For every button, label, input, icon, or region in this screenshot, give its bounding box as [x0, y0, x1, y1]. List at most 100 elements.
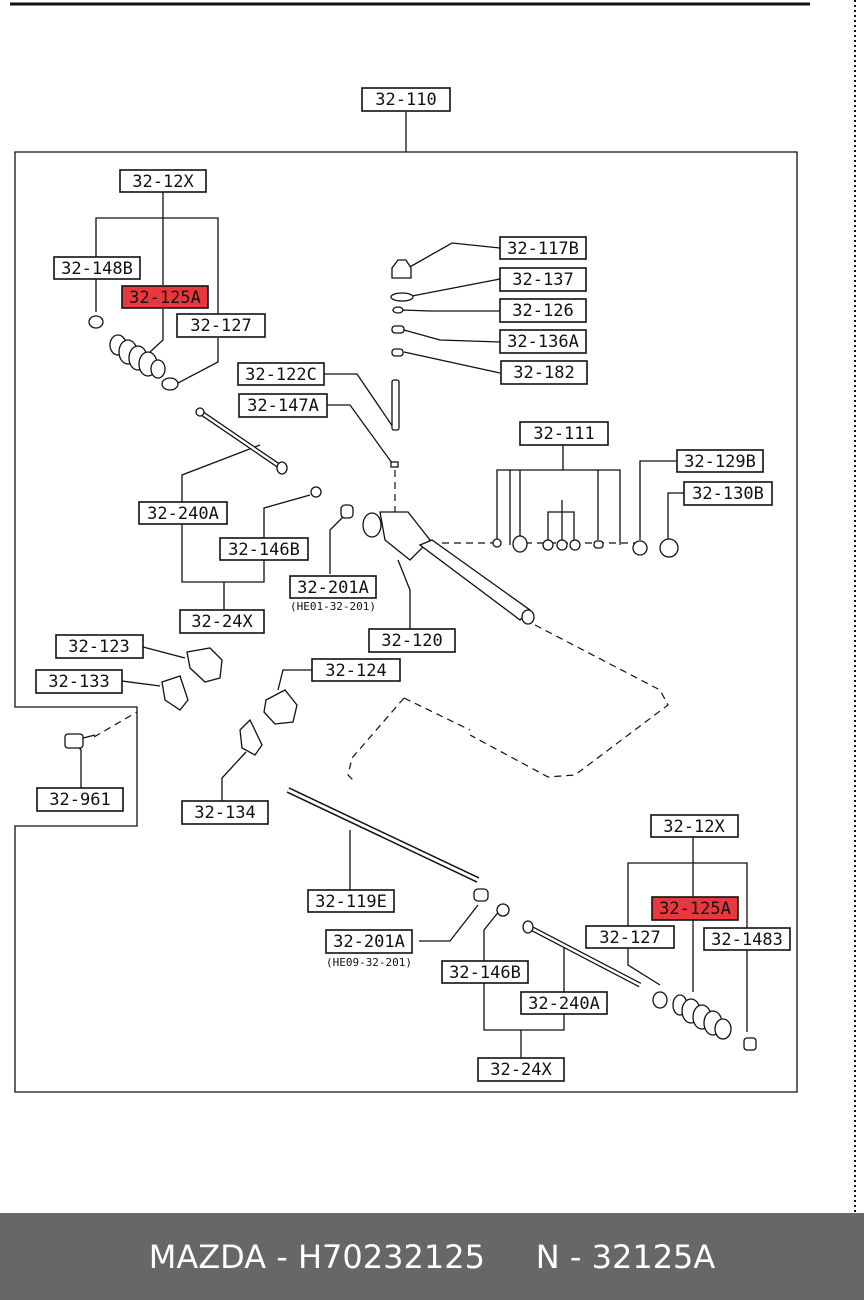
part-label-oring[interactable]: 32-126 [499, 298, 587, 323]
svg-text:32-134: 32-134 [194, 803, 255, 823]
part-label-pin[interactable]: 32-147A [238, 393, 328, 418]
part-label-left-ball-joint[interactable]: 32-146B [219, 537, 309, 561]
svg-text:32-201A: 32-201A [333, 932, 405, 952]
svg-text:32-125A: 32-125A [129, 288, 201, 308]
part-label-plug[interactable]: 32-182 [500, 360, 588, 385]
mount-rubber-left [186, 647, 223, 683]
seal-cap-part [391, 259, 412, 279]
bolt-part [64, 733, 96, 749]
part-label-mount-rubber-right[interactable]: 32-124 [311, 658, 401, 682]
svg-text:32-130B: 32-130B [692, 484, 764, 504]
part-label-pinion-shaft[interactable]: 32-122C [237, 362, 325, 386]
left-ball-joint-part [310, 486, 322, 498]
part-label-left-boot-kit[interactable]: 32-12X [119, 169, 207, 193]
part-label-nut-b[interactable]: 32-129B [676, 449, 764, 473]
part-label-gear-housing[interactable]: 32-120 [368, 628, 456, 653]
svg-text:32-127: 32-127 [599, 928, 660, 948]
rack-part [286, 787, 480, 883]
part-label-left-boot[interactable]: 32-125A [121, 285, 209, 309]
svg-text:32-24X: 32-24X [490, 1060, 552, 1080]
svg-text:32-111: 32-111 [533, 424, 594, 444]
svg-text:32-12X: 32-12X [132, 172, 194, 192]
left-clamp-part [161, 377, 179, 391]
spring-part [391, 325, 405, 334]
svg-text:32-127: 32-127 [190, 316, 251, 336]
part-label-left-tie-rod-kit[interactable]: 32-24X [179, 609, 265, 634]
right-ball-joint-part [496, 903, 510, 917]
svg-text:32-240A: 32-240A [528, 994, 600, 1014]
part-label-housing-kit[interactable]: 32-111 [519, 421, 609, 446]
mount-bracket-left [161, 675, 189, 711]
svg-text:32-146B: 32-146B [228, 540, 300, 560]
part-label-right-clamp[interactable]: 32-127 [585, 925, 675, 949]
svg-text:32-182: 32-182 [513, 363, 574, 383]
gear-housing-part [362, 511, 535, 625]
svg-text:32-120: 32-120 [381, 631, 442, 651]
footer-text: MAZDA - H70232125 N - 32125A [148, 1237, 716, 1276]
svg-text:32-1483: 32-1483 [711, 930, 783, 950]
svg-text:32-12X: 32-12X [663, 817, 725, 837]
part-label-washer[interactable]: 32-137 [499, 267, 587, 292]
part-label-right-bushing[interactable]: 32-201A (HE09-32-201) [325, 929, 413, 969]
svg-text:32-137: 32-137 [512, 270, 573, 290]
part-label-right-clip[interactable]: 32-1483 [703, 927, 791, 951]
part-label-nut-c[interactable]: 32-130B [683, 481, 773, 506]
part-label-mount-rubber-left[interactable]: 32-123 [55, 634, 144, 659]
left-tie-rod-part [195, 407, 288, 475]
svg-text:32-110: 32-110 [375, 90, 436, 110]
svg-text:32-126: 32-126 [512, 301, 573, 321]
part-label-right-boot-kit[interactable]: 32-12X [650, 814, 739, 838]
part-label-right-boot[interactable]: 32-125A [651, 896, 739, 921]
right-bushing-part [473, 888, 489, 902]
svg-text:32-24X: 32-24X [191, 612, 253, 632]
part-label-rack[interactable]: 32-119E [307, 889, 395, 913]
part-info-footer: MAZDA - H70232125 N - 32125A [0, 1213, 864, 1300]
svg-text:32-201A: 32-201A [297, 578, 369, 598]
svg-text:32-123: 32-123 [68, 637, 129, 657]
svg-text:32-124: 32-124 [325, 661, 386, 681]
nut-c-part [659, 538, 679, 558]
part-label-mount-bracket-right[interactable]: 32-134 [181, 800, 269, 825]
part-label-mount-bracket-left[interactable]: 32-133 [35, 669, 123, 694]
dashed-guides [93, 470, 669, 783]
svg-text:32-240A: 32-240A [147, 504, 219, 524]
svg-text:32-119E: 32-119E [315, 892, 387, 912]
part-label-left-clamp[interactable]: 32-127 [176, 313, 266, 338]
part-label-right-tie-rod-kit[interactable]: 32-24X [477, 1057, 565, 1082]
right-clip-part [743, 1037, 757, 1051]
part-label-seal-cap[interactable]: 32-117B [499, 236, 587, 260]
oring-part [392, 306, 404, 314]
svg-text:32-136A: 32-136A [507, 332, 579, 352]
svg-text:32-117B: 32-117B [507, 239, 579, 259]
svg-text:32-147A: 32-147A [247, 396, 319, 416]
svg-text:(HE01-32-201): (HE01-32-201) [290, 600, 376, 613]
part-label-right-ball-joint[interactable]: 32-146B [441, 960, 529, 984]
svg-text:32-125A: 32-125A [659, 899, 731, 919]
part-label-left-bushing[interactable]: 32-201A (HE01-32-201) [289, 575, 377, 613]
right-clamp-part [652, 991, 668, 1009]
right-tie-rod-part [522, 920, 642, 988]
part-label-left-tie-rod[interactable]: 32-240A [138, 501, 228, 525]
left-clip-part [88, 315, 104, 329]
svg-text:32-122C: 32-122C [245, 365, 317, 385]
svg-text:32-961: 32-961 [49, 790, 110, 810]
parts-drawings [64, 259, 757, 1051]
svg-text:32-129B: 32-129B [684, 452, 756, 472]
svg-text:32-146B: 32-146B [449, 963, 521, 983]
svg-text:(HE09-32-201): (HE09-32-201) [326, 956, 412, 969]
part-label-bolt[interactable]: 32-961 [36, 787, 124, 812]
right-boot-part [672, 994, 732, 1040]
left-bushing-part [340, 504, 354, 519]
leader-lines [74, 192, 748, 1058]
parts-diagram: 32-110 32-12X 32-148B 32-125A 32-127 32-… [10, 0, 856, 1213]
mount-bracket-right [239, 718, 263, 756]
mount-rubber-right [263, 689, 298, 725]
part-label-left-clip[interactable]: 32-148B [53, 256, 141, 280]
part-label-right-tie-rod[interactable]: 32-240A [520, 991, 608, 1015]
plug-part [391, 348, 404, 357]
part-label-spring[interactable]: 32-136A [499, 329, 587, 354]
nut-b-part [632, 540, 648, 556]
svg-text:32-133: 32-133 [48, 672, 109, 692]
washer-part [390, 292, 414, 302]
part-label-top-assembly[interactable]: 32-110 [361, 87, 451, 112]
